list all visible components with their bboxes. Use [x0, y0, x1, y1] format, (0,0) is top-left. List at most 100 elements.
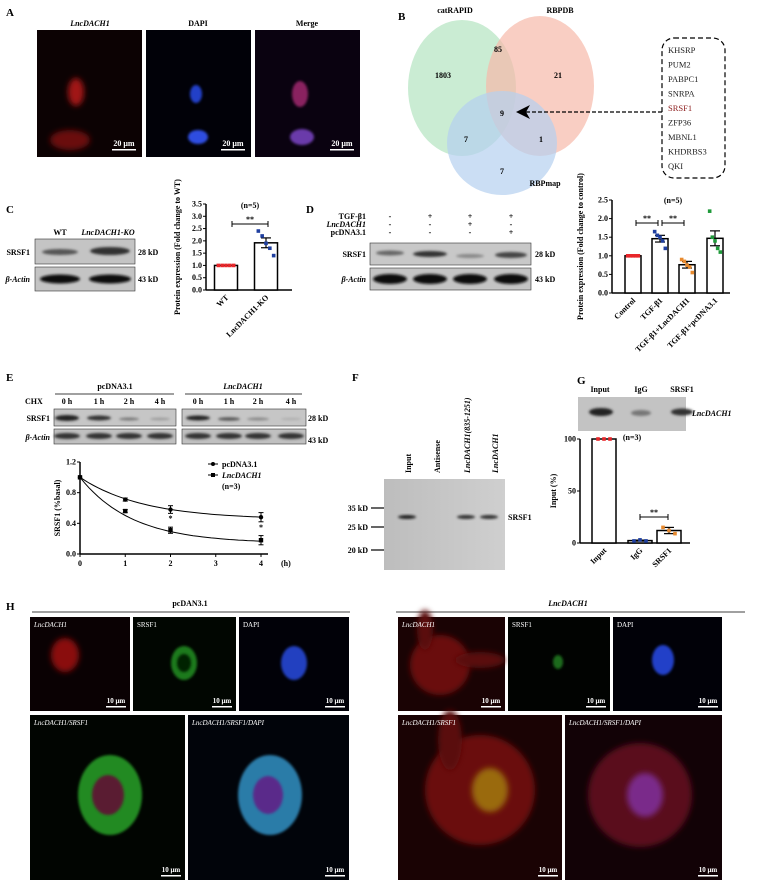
rbp-item: PUM2 [668, 60, 691, 70]
cell [472, 768, 508, 812]
significance-label: * [169, 514, 173, 523]
data-point [682, 259, 687, 264]
bar [213, 264, 239, 291]
data-point [718, 250, 723, 254]
lane-label: Input [404, 454, 413, 473]
count: 7 [500, 167, 504, 176]
panel-c: C WT LncDACH1-KO SRSF1 β-Actin 28 kD 43 … [4, 179, 292, 339]
channel-label: DAPI [243, 621, 260, 629]
channel-label: DAPI [617, 621, 634, 629]
lane-label: SRSF1 [670, 385, 694, 394]
microscopy-image: LncDACH1 10 μm [398, 610, 505, 711]
x-tick-label: 4 [259, 559, 263, 568]
data-point [260, 234, 264, 238]
set-label-catrapid: catRAPID [437, 6, 473, 15]
group-label: LncDACH1 [222, 382, 263, 391]
count: 21 [554, 71, 562, 80]
data-point [673, 531, 677, 536]
cell [253, 776, 283, 814]
time-label: 1 h [94, 397, 105, 406]
cell [553, 655, 563, 669]
data-point [258, 515, 264, 520]
group-label: LncDACH1 [547, 599, 588, 608]
lane-label: Input [590, 385, 609, 394]
x-unit-label: (h) [281, 559, 291, 568]
rbp-item: SRSF1 [668, 103, 692, 113]
data-point [264, 241, 268, 246]
y-tick-label: 2.5 [598, 196, 608, 205]
data-point [661, 525, 665, 530]
lane-label: IgG [634, 385, 647, 394]
kd-label: 28 kD [138, 248, 158, 257]
bar [591, 438, 617, 544]
row-label: β-Actin [24, 433, 50, 442]
data-point [655, 233, 660, 238]
time-label: 4 h [155, 397, 166, 406]
bar [678, 263, 696, 294]
kd-label: 43 kD [138, 275, 158, 284]
scale-label: 10 μm [699, 866, 718, 874]
data-point [268, 246, 272, 251]
data-point [679, 257, 684, 262]
data-point [77, 475, 83, 480]
x-tick-label: TGF-β1 [639, 296, 665, 322]
time-label: 0 h [62, 397, 73, 406]
data-point [220, 263, 224, 268]
scale-bar [586, 706, 606, 708]
channel-label: LncDACH1/SRSF1/DAPI [568, 719, 642, 727]
y-tick-label: 1.5 [598, 233, 608, 242]
scale-bars: 20 μm 20 μm 20 μm [112, 139, 354, 151]
condition-sign: - [389, 220, 392, 229]
condition-sign: + [468, 220, 473, 229]
y-tick-label: 0.0 [192, 286, 202, 295]
y-tick-label: 2.5 [192, 224, 202, 233]
data-point [707, 209, 712, 213]
scale-bar [212, 706, 232, 708]
x-tick-label: 3 [214, 559, 218, 568]
significance-label: * [259, 523, 263, 532]
title-lncdach1: LncDACH1 [69, 19, 110, 28]
channel-label: LncDACH1 [401, 621, 435, 629]
x-tick-label: 2 [169, 559, 173, 568]
lane-label: WT [53, 228, 67, 237]
y-tick-label: 50 [568, 487, 576, 496]
scale-bar [325, 875, 345, 877]
y-tick-label: 0.5 [192, 273, 202, 282]
data-point [632, 539, 636, 543]
channel-label: LncDACH1 [33, 621, 67, 629]
scale-label: 10 μm [482, 697, 501, 705]
y-tick-label: 3.0 [192, 212, 202, 221]
data-point [638, 538, 642, 542]
microscopy-grid: LncDACH1 10 μm SRSF1 10 μm DAPI 10 μm LncDACH1… [30, 610, 722, 880]
kd-label: 28 kD [535, 250, 555, 259]
data-point [258, 538, 264, 543]
significance-label: ** [650, 508, 658, 517]
count: 1803 [435, 71, 451, 80]
marker-label: 35 kD [348, 504, 368, 513]
condition-sign: - [510, 220, 513, 229]
time-label: 0 h [193, 397, 204, 406]
y-tick-label: 1.0 [192, 261, 202, 270]
y-tick-label: 0.0 [66, 550, 76, 559]
cell [177, 654, 191, 672]
significance-label: ** [669, 214, 677, 223]
set-label-rbpmap: RBPmap [529, 179, 561, 188]
condition-sign: + [509, 212, 514, 221]
data-point [231, 263, 236, 268]
count: 7 [464, 135, 468, 144]
channel-label: SRSF1 [512, 621, 532, 629]
cell [627, 773, 663, 817]
condition-sign: - [429, 228, 432, 237]
channel-label: LncDACH1/SRSF1 [33, 719, 88, 727]
data-point [660, 239, 665, 243]
lane-label: LncDACH1 [491, 433, 500, 474]
scale-label: 20 μm [331, 139, 353, 148]
x-tick-label: WT [215, 293, 231, 309]
condition-sign: - [429, 220, 432, 229]
